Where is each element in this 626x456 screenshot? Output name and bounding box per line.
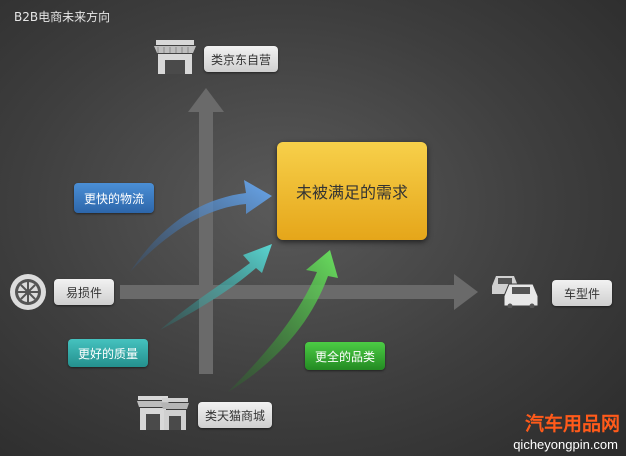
stores-icon (137, 396, 189, 430)
horizontal-axis (120, 274, 478, 310)
vertical-axis (188, 88, 224, 374)
logistics-arrow (130, 180, 272, 272)
top-node-label: 类京东自营 (204, 46, 278, 72)
diagram-title: B2B电商未来方向 (14, 10, 111, 24)
quality-label: 更好的质量 (68, 339, 148, 367)
logistics-label: 更快的物流 (74, 183, 154, 213)
center-node: 未被满足的需求 (277, 142, 427, 240)
quality-arrow (160, 244, 272, 330)
cars-icon (492, 276, 539, 308)
bottom-node-label: 类天猫商城 (198, 402, 272, 428)
store-icon (154, 40, 196, 74)
right-node-label: 车型件 (552, 280, 612, 306)
category-label: 更全的品类 (305, 342, 385, 370)
category-arrow (228, 250, 338, 392)
watermark-url: qicheyongpin.com (513, 437, 618, 452)
watermark-chinese: 汽车用品网 (524, 413, 620, 435)
tire-icon (10, 274, 46, 310)
left-node-label: 易损件 (54, 279, 114, 305)
